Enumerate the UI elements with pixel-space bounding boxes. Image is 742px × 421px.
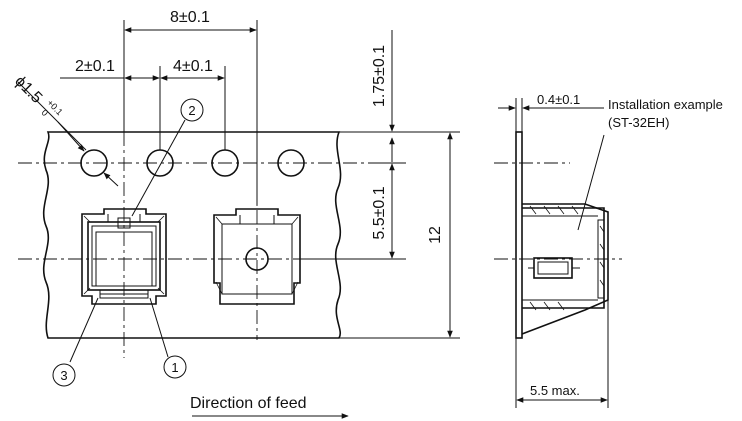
- dim-hole-to-pocket-center: 5.5±0.1: [371, 186, 388, 239]
- dim-hole-diameter-group: ϕ1.5 +0.1 0: [11, 73, 65, 118]
- pocket-with-component: [81, 208, 167, 305]
- dim-tape-thickness: 0.4±0.1: [537, 92, 580, 107]
- feed-direction: Direction of feed: [190, 395, 349, 419]
- dim-hole-tol-lower: 0: [39, 107, 50, 118]
- sprocket-hole: [80, 149, 108, 177]
- dim-sprocket-pitch: 4±0.1: [173, 58, 213, 75]
- empty-pocket: [213, 208, 301, 305]
- dim-max-height: 5.5 max.: [530, 383, 580, 398]
- sprocket-hole: [277, 149, 305, 177]
- installation-label-line2: (ST-32EH): [608, 115, 669, 130]
- installation-label-line1: Installation example: [608, 97, 723, 112]
- center-lines: [18, 32, 400, 358]
- dim-pitch: 8±0.1: [170, 9, 210, 26]
- svg-text:3: 3: [60, 368, 67, 383]
- dim-hole-diameter: ϕ1.5: [11, 73, 45, 107]
- svg-text:1: 1: [171, 360, 178, 375]
- dim-tape-width: 12: [427, 226, 444, 244]
- dim-edge-to-hole: 1.75±0.1: [371, 45, 388, 107]
- svg-text:2: 2: [188, 103, 195, 118]
- callout-1: 1: [163, 355, 187, 379]
- callout-2: 2: [180, 98, 204, 122]
- pocket-center-hole: [245, 247, 269, 271]
- dim-hole-tol-upper: +0.1: [45, 98, 65, 118]
- installation-side-view: [494, 98, 622, 408]
- dimension-lines: [17, 20, 460, 363]
- callout-3: 3: [52, 363, 76, 387]
- dim-sprocket-to-pocket: 2±0.1: [75, 58, 115, 75]
- feed-label: Direction of feed: [190, 395, 307, 412]
